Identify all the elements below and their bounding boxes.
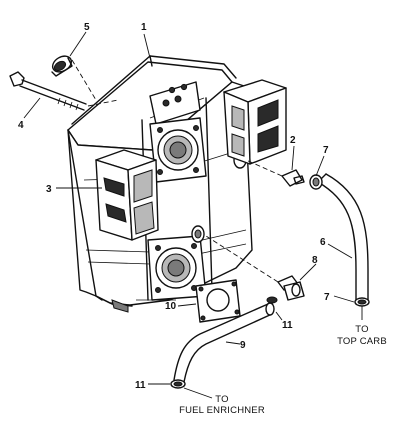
elbow-fitting-8 xyxy=(205,235,305,301)
callout-6: 6 xyxy=(320,237,326,248)
callout-10: 10 xyxy=(165,301,177,312)
callout-11-left: 11 xyxy=(135,380,146,391)
callout-5: 5 xyxy=(84,22,90,33)
callout-9: 9 xyxy=(240,340,246,351)
gasket xyxy=(195,279,241,323)
note-to-fuel-enrichner-line2: FUEL ENRICHNER xyxy=(179,405,265,416)
hose-to-top-carb xyxy=(309,173,370,307)
note-to-top-carb-line1: TO xyxy=(355,324,368,335)
right-outlet-box xyxy=(223,79,287,165)
note-to-top-carb-line2: TOP CARB xyxy=(337,336,387,347)
callout-1: 1 xyxy=(141,22,147,33)
callout-4: 4 xyxy=(18,120,24,131)
cap-plug xyxy=(51,55,97,101)
elbow-fitting-2 xyxy=(245,159,305,187)
callout-7-bottom: 7 xyxy=(324,292,330,303)
hose-to-fuel-enrichner xyxy=(170,296,278,389)
callout-3: 3 xyxy=(46,184,52,195)
callout-2: 2 xyxy=(290,135,296,146)
bolt xyxy=(9,71,119,111)
callout-7-top: 7 xyxy=(323,145,329,156)
leader-lines xyxy=(23,31,363,399)
note-to-fuel-enrichner-line1: TO xyxy=(215,394,228,405)
left-inlet-box xyxy=(95,149,159,241)
callout-11-right: 11 xyxy=(282,320,293,331)
callout-8: 8 xyxy=(312,255,318,266)
intake-manifold-housing xyxy=(67,55,253,313)
